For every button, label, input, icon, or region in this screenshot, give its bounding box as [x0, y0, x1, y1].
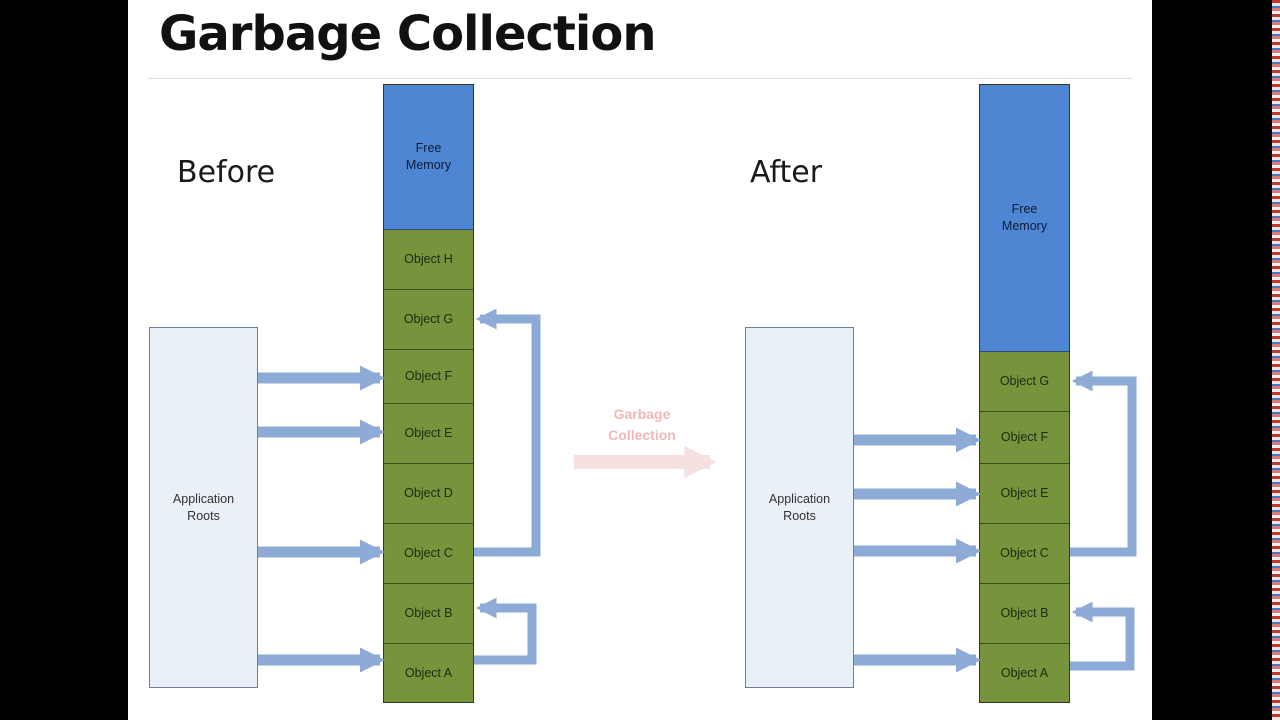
slide-title: Garbage Collection: [159, 6, 656, 62]
decorative-edge-strip: [1272, 0, 1280, 720]
after-object-e: Object E: [980, 464, 1069, 524]
after-memory-column: Free Memory Object G Object F Object E O…: [979, 84, 1070, 703]
before-free-memory: Free Memory: [384, 85, 473, 230]
before-free-line2: Memory: [405, 158, 452, 172]
before-object-d: Object D: [384, 464, 473, 524]
title-divider: [148, 78, 1132, 79]
garbage-collection-label: Garbage Collection: [594, 404, 690, 446]
after-arrow-a-to-b: [1070, 601, 1135, 671]
after-object-g: Object G: [980, 352, 1069, 412]
after-heading: After: [750, 155, 823, 190]
after-application-roots: Application Roots: [745, 327, 854, 688]
after-roots-label-line1: Application: [768, 491, 831, 506]
before-object-h: Object H: [384, 230, 473, 290]
before-object-b: Object B: [384, 584, 473, 644]
before-heading: Before: [177, 155, 276, 190]
before-memory-column: Free Memory Object H Object G Object F O…: [383, 84, 474, 703]
gc-label-line2: Collection: [608, 427, 676, 443]
after-free-line1: Free: [1011, 202, 1038, 216]
before-free-line1: Free: [415, 141, 442, 155]
after-object-f: Object F: [980, 412, 1069, 464]
after-object-a: Object A: [980, 644, 1069, 702]
after-roots-label-line2: Roots: [783, 508, 816, 523]
before-roots-label-line2: Roots: [187, 508, 220, 523]
after-arrow-c-to-g: [1070, 370, 1137, 557]
before-roots-label-line1: Application: [172, 491, 235, 506]
after-object-c: Object C: [980, 524, 1069, 584]
before-object-g: Object G: [384, 290, 473, 350]
reference-arrows: [258, 308, 1137, 673]
before-object-e: Object E: [384, 404, 473, 464]
before-arrow-a-to-b: [474, 597, 537, 665]
before-application-roots: Application Roots: [149, 327, 258, 688]
after-free-memory: Free Memory: [980, 85, 1069, 352]
before-object-c: Object C: [384, 524, 473, 584]
after-object-b: Object B: [980, 584, 1069, 644]
after-free-line2: Memory: [1001, 219, 1048, 233]
slide: Garbage Collection Before Application Ro…: [128, 0, 1152, 720]
before-arrow-c-to-g: [474, 308, 541, 557]
before-object-f: Object F: [384, 350, 473, 404]
before-object-a: Object A: [384, 644, 473, 702]
gc-label-line1: Garbage: [613, 406, 671, 422]
